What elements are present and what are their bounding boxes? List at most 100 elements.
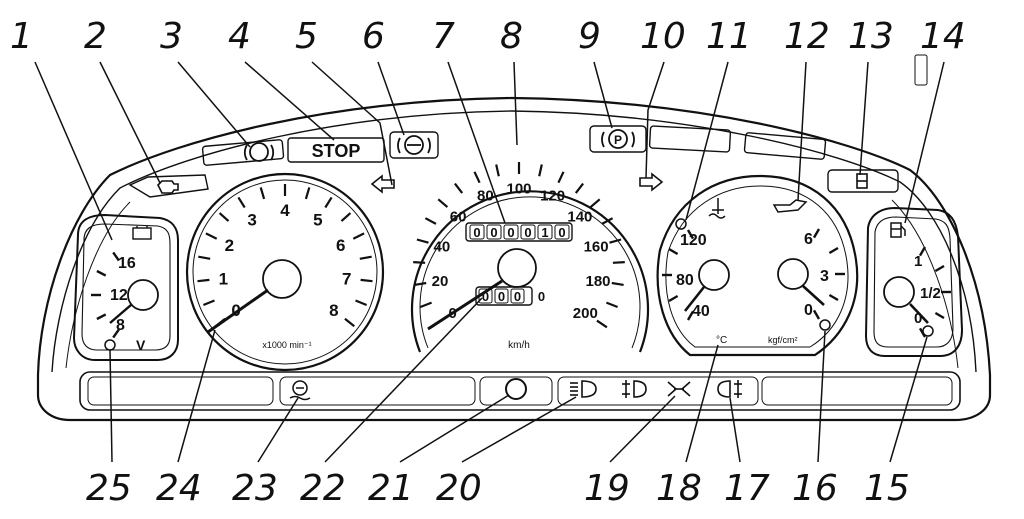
speedo-tick-17: [612, 261, 625, 264]
trip-digit-0: 0: [482, 289, 489, 304]
fuel-reserve-lamp: [922, 325, 934, 337]
oil-tick-0: 0: [804, 302, 813, 319]
tacho-tick-16: [344, 317, 355, 328]
speedo-tick-18: [611, 281, 624, 286]
svg-text:P: P: [614, 133, 622, 147]
bottom-indicator-strip: [79, 371, 961, 411]
oil-tick-1: [828, 246, 839, 255]
callout-numbers-top: 1 2 3 4 5 6 7 8 9 10 11 12 13 14: [10, 16, 966, 57]
battery-icon: [132, 226, 152, 240]
temp-tick-1: [668, 294, 679, 303]
speedo-label-0: 0: [449, 305, 457, 322]
volt-unit: V: [136, 337, 146, 353]
trip-digit-1: 0: [498, 289, 505, 304]
fuel-tick-empty: 0: [914, 310, 922, 327]
speedo-tick-5: [424, 217, 437, 225]
speedo-label-200: 200: [573, 305, 598, 322]
speedo-tick-6: [437, 198, 449, 208]
speedo-tick-19: [605, 301, 619, 309]
high-beam-icon: [570, 380, 597, 398]
speedo-tick-3: [413, 261, 426, 264]
tacho-tick-11: [340, 212, 352, 222]
abs-icon: [397, 135, 431, 155]
voltmeter-tick-marks: [91, 251, 120, 339]
speedo-tick-14: [589, 198, 601, 208]
top-warning-slots: [128, 54, 928, 198]
temp-unit: °C: [716, 335, 727, 346]
tacho-tick-13: [359, 255, 372, 260]
volt-tick-0: [112, 328, 120, 339]
tacho-label-2: 2: [225, 236, 234, 255]
front-fog-icon: [622, 380, 647, 398]
trip-reset-icon: [505, 378, 527, 400]
speedo-unit: km/h: [508, 340, 530, 351]
callout-6: 6: [362, 16, 385, 57]
tacho-tick-15: [355, 299, 368, 307]
callout-13: 13: [848, 16, 894, 57]
temp-tick-40: 40: [692, 303, 710, 320]
oil-pivot: [777, 258, 809, 290]
callout-17: 17: [724, 468, 770, 509]
oil-tick-3: [828, 293, 839, 302]
tacho-tick-5: [218, 212, 230, 222]
speedo-label-100: 100: [506, 180, 531, 197]
speedo-tick-12: [557, 171, 565, 184]
cluster-housing: [36, 96, 992, 422]
tacho-label-4: 4: [280, 201, 290, 220]
callout-14: 14: [920, 16, 966, 57]
tacho-unit: x1000 min⁻¹: [262, 340, 311, 350]
speedo-tick-15: [601, 217, 614, 225]
speedo-tick-7: [454, 182, 464, 194]
fuel-tick-half: 1/2: [920, 285, 941, 302]
odometer-digit-3: 0: [524, 225, 531, 240]
odometer-digit-0: 0: [473, 225, 480, 240]
tacho-tick-12: [352, 232, 365, 240]
speedo-tick-11: [538, 164, 543, 177]
temp-tick-0: [686, 310, 695, 321]
callout-16: 16: [792, 468, 838, 509]
volt-tick-3: [96, 269, 107, 277]
temp-oil-gauge: 120 80 40 6 3 0 °C kgf/cm²: [656, 174, 859, 357]
odometer-wheel-5: [554, 224, 570, 240]
callout-20: 20: [436, 468, 482, 509]
voltmeter: 16 12 8 V: [72, 213, 179, 361]
callout-8: 8: [500, 16, 523, 57]
tacho-tick-14: [360, 278, 373, 283]
tacho-tick-marks: [197, 184, 373, 328]
callout-24: 24: [156, 468, 202, 509]
speedo-label-160: 160: [584, 239, 609, 256]
oil-tick-3: 3: [820, 268, 829, 285]
callout-3: 3: [160, 16, 183, 57]
temp-pivot: [698, 259, 730, 291]
tacho-label-5: 5: [313, 210, 322, 229]
speedo-tick-8: [473, 171, 481, 184]
tacho-label-1: 1: [219, 269, 228, 288]
temp-needle: [683, 286, 706, 312]
speedo-label-180: 180: [585, 273, 610, 290]
fuel-tick-marks: [918, 246, 951, 338]
volt-tick-8: 8: [116, 317, 125, 334]
fuel-tick-full: 1: [914, 253, 922, 270]
temp-tick-120: 120: [680, 232, 707, 249]
callout-19: 19: [584, 468, 630, 509]
speedo-tick-13: [574, 182, 584, 194]
tacho-tick-10: [324, 196, 333, 209]
side-lights-icon: [667, 381, 691, 397]
trip-wheel-1: [494, 288, 509, 304]
speedo-tick-2: [414, 281, 427, 286]
oil-tick-6: 6: [804, 231, 813, 248]
tacho-tick-0: [215, 317, 226, 328]
tacho-label-3: 3: [247, 210, 256, 229]
trip-wheel-0: [478, 288, 493, 304]
odometer-wheel-1: [486, 224, 502, 240]
odometer-wheel-3: [520, 224, 536, 240]
stop-label: STOP: [312, 141, 361, 161]
temp-tick-3: [668, 247, 679, 256]
fuel-pivot: [883, 276, 915, 308]
voltmeter-pivot: [127, 279, 159, 311]
